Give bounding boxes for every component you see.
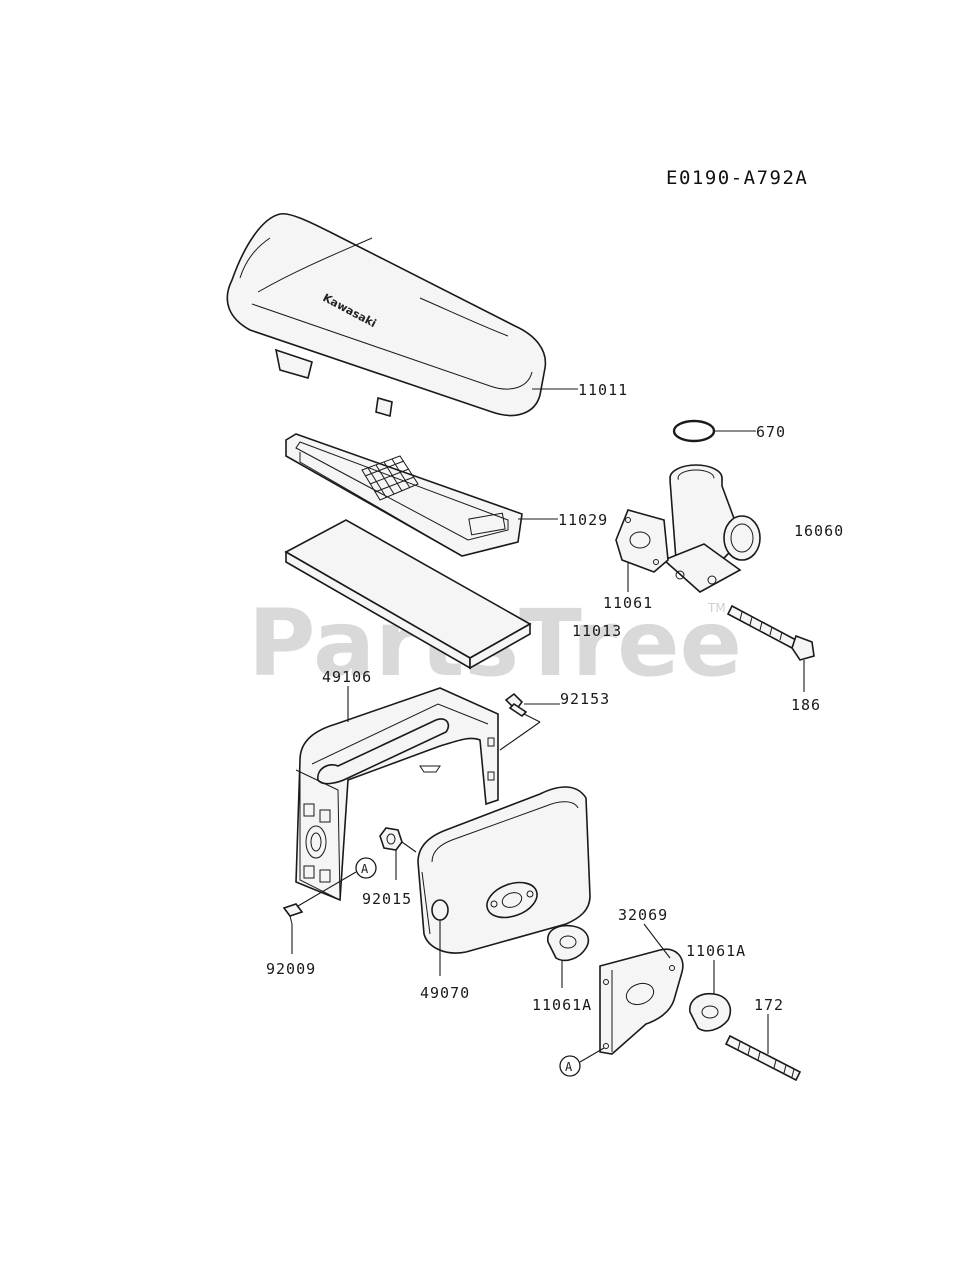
- part-label-11061A-right[interactable]: 11061A: [686, 942, 746, 960]
- air-cleaner-cover[interactable]: Kawasaki: [226, 212, 547, 418]
- part-label-32069[interactable]: 32069: [618, 906, 668, 924]
- part-label-11029[interactable]: 11029: [558, 511, 608, 529]
- callout-line-ref-a-2: [579, 1047, 605, 1063]
- bolt-186[interactable]: [726, 604, 815, 661]
- bolt-92153[interactable]: [504, 692, 528, 718]
- part-label-11013[interactable]: 11013: [572, 622, 622, 640]
- callout-line-32069: [643, 923, 671, 959]
- ref-a-label-1: A: [361, 862, 369, 876]
- callout-line-92153-b: [523, 713, 541, 723]
- part-label-670[interactable]: 670: [756, 423, 786, 441]
- diagram-code: E0190-A792A: [666, 167, 808, 189]
- part-label-16060[interactable]: 16060: [794, 522, 844, 540]
- part-label-186[interactable]: 186: [791, 696, 821, 714]
- gasket-11061A-right[interactable]: [689, 992, 732, 1032]
- filter-mesh: [361, 455, 419, 501]
- ref-a-circle-2: [559, 1055, 581, 1077]
- part-label-11011[interactable]: 11011: [578, 381, 628, 399]
- pre-cleaner-foam[interactable]: [284, 519, 532, 670]
- part-label-92009[interactable]: 92009: [266, 960, 316, 978]
- callout-line-92015-b: [401, 841, 417, 853]
- callout-line-92153-c: [499, 721, 541, 751]
- intake-elbow[interactable]: [662, 464, 761, 593]
- part-label-11061[interactable]: 11061: [603, 594, 653, 612]
- part-label-92015[interactable]: 92015: [362, 890, 412, 908]
- screw-92009[interactable]: [282, 903, 304, 925]
- gasket-11061[interactable]: [615, 509, 669, 573]
- muffler-cover[interactable]: [295, 687, 499, 902]
- ref-a-circle-1: [355, 857, 377, 879]
- gasket-11061A-left[interactable]: [547, 924, 590, 962]
- ref-a-label-2: A: [565, 1060, 573, 1074]
- air-filter-element[interactable]: [285, 433, 523, 557]
- part-label-49106[interactable]: 49106: [322, 668, 372, 686]
- part-label-92153[interactable]: 92153: [560, 690, 610, 708]
- part-label-11061A-left[interactable]: 11061A: [532, 996, 592, 1014]
- o-ring-670[interactable]: [672, 419, 716, 443]
- muffler-body[interactable]: [417, 786, 591, 954]
- nut-92015[interactable]: [379, 827, 403, 851]
- bracket-32069[interactable]: [599, 948, 684, 1055]
- stud-172[interactable]: [724, 1034, 802, 1082]
- watermark-trademark: TM: [707, 601, 726, 615]
- part-label-172[interactable]: 172: [754, 996, 784, 1014]
- callout-line-ref-a-1: [297, 871, 357, 907]
- part-label-49070[interactable]: 49070: [420, 984, 470, 1002]
